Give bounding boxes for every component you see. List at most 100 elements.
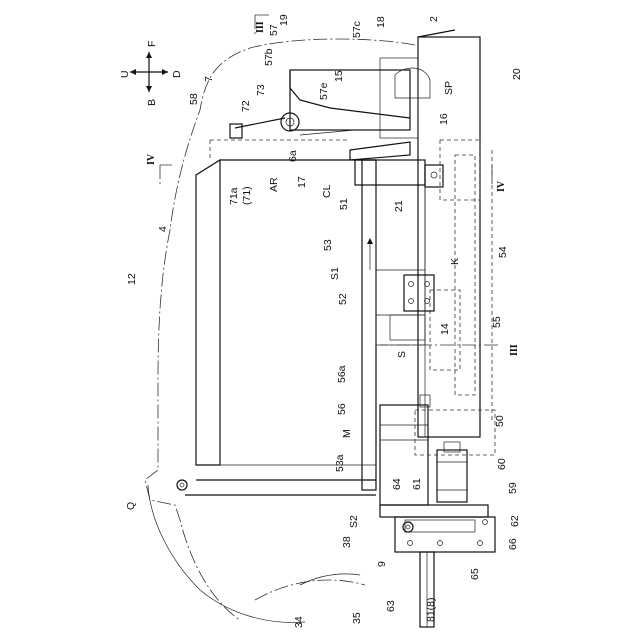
cushion-CL	[350, 142, 410, 160]
label-20: 20	[511, 68, 523, 80]
plate-59	[380, 505, 488, 517]
actuator-60	[437, 450, 467, 502]
arrowhead	[162, 69, 168, 75]
lower-body-line	[300, 574, 360, 585]
label-34: 34	[293, 616, 305, 628]
pivot-Q-inner	[180, 483, 184, 487]
wheel-fender	[148, 485, 305, 623]
label-38: 38	[341, 536, 353, 548]
label-S2: S2	[348, 515, 360, 528]
frame-20	[418, 37, 480, 437]
label-17: 17	[296, 176, 308, 188]
label-19: 19	[278, 14, 290, 26]
label-63: 63	[385, 600, 397, 612]
part-SP	[395, 68, 430, 98]
direction-down: D	[171, 70, 183, 78]
lower-body-chain	[255, 580, 365, 600]
section-III-top-label: III	[255, 21, 266, 33]
plate-51	[355, 160, 425, 185]
base-17	[300, 130, 355, 135]
label-53a: 53a	[334, 454, 346, 472]
label-6a: 6a	[287, 150, 299, 162]
bolt	[409, 299, 414, 304]
label-15: 15	[333, 70, 345, 82]
label-61: 61	[411, 478, 423, 490]
hole	[438, 541, 443, 546]
section-IV-left-label: IV	[146, 153, 157, 165]
bracket-bolt	[431, 172, 437, 178]
flow-arrowhead	[367, 238, 373, 244]
label-9: 9	[376, 561, 388, 567]
arrowhead	[146, 52, 152, 58]
hidden-50	[415, 410, 495, 455]
hole	[483, 520, 488, 525]
label-56: 56	[336, 403, 348, 415]
label-7: 7	[203, 76, 215, 82]
label-CL: CL	[321, 184, 333, 198]
label-57b: 57b	[263, 48, 275, 66]
label-66: 66	[507, 538, 519, 550]
label-71: (71)	[241, 186, 253, 205]
label-M: M	[341, 429, 353, 438]
section-IV-right-label: IV	[496, 180, 507, 192]
bracket-52	[404, 275, 434, 311]
body-outline	[145, 39, 415, 620]
label-59: 59	[507, 482, 519, 494]
hole	[478, 541, 483, 546]
seat-15	[290, 70, 410, 130]
label-71a: 71a	[228, 187, 240, 205]
label-12: 12	[126, 273, 138, 285]
bolt	[409, 282, 414, 287]
label-52: 52	[337, 293, 349, 305]
label-65: 65	[469, 568, 481, 580]
handle-58	[230, 124, 242, 138]
label-81: 81(8)	[425, 597, 437, 622]
label-SP: SP	[443, 81, 455, 95]
label-57c: 57c	[351, 21, 363, 38]
direction-back: B	[146, 99, 158, 106]
arrowhead	[146, 86, 152, 92]
element-16	[440, 140, 480, 200]
label-AR: AR	[268, 177, 280, 192]
gear-box	[405, 520, 475, 532]
direction-up: U	[119, 70, 131, 78]
block-14	[390, 315, 425, 340]
labels: 2 19 57 57c 18 57b 15 SP 20 7 73 57e 58 …	[119, 14, 523, 628]
hidden-54	[455, 155, 475, 395]
label-Q: Q	[125, 502, 137, 510]
label-18: 18	[375, 16, 387, 28]
label-57e: 57e	[318, 82, 330, 100]
channel-53	[362, 160, 376, 490]
label-16: 16	[438, 113, 450, 125]
label-S1: S1	[329, 267, 341, 280]
label-50: 50	[494, 415, 506, 427]
section-IV-left	[160, 165, 172, 185]
label-73: 73	[255, 84, 267, 96]
pivot-Q	[177, 480, 187, 490]
label-2: 2	[428, 16, 440, 22]
label-K: K	[449, 258, 461, 265]
label-54: 54	[497, 246, 509, 258]
frame-20-cap	[418, 30, 455, 37]
label-S: S	[396, 351, 408, 358]
label-35: 35	[351, 612, 363, 624]
label-4: 4	[157, 226, 169, 232]
label-56a: 56a	[336, 365, 348, 383]
label-21: 21	[393, 200, 405, 212]
label-57: 57	[268, 24, 280, 36]
pivot-9-inner	[406, 525, 410, 529]
housing-4	[196, 160, 220, 465]
label-60: 60	[496, 458, 508, 470]
label-58: 58	[188, 93, 200, 105]
label-14: 14	[439, 323, 451, 335]
label-53: 53	[322, 239, 334, 251]
hole	[408, 541, 413, 546]
label-64: 64	[391, 478, 403, 490]
direction-front: F	[146, 41, 158, 47]
pivot-9	[403, 522, 413, 532]
arm-57	[290, 70, 410, 118]
label-72: 72	[240, 100, 252, 112]
label-55: 55	[491, 316, 503, 328]
